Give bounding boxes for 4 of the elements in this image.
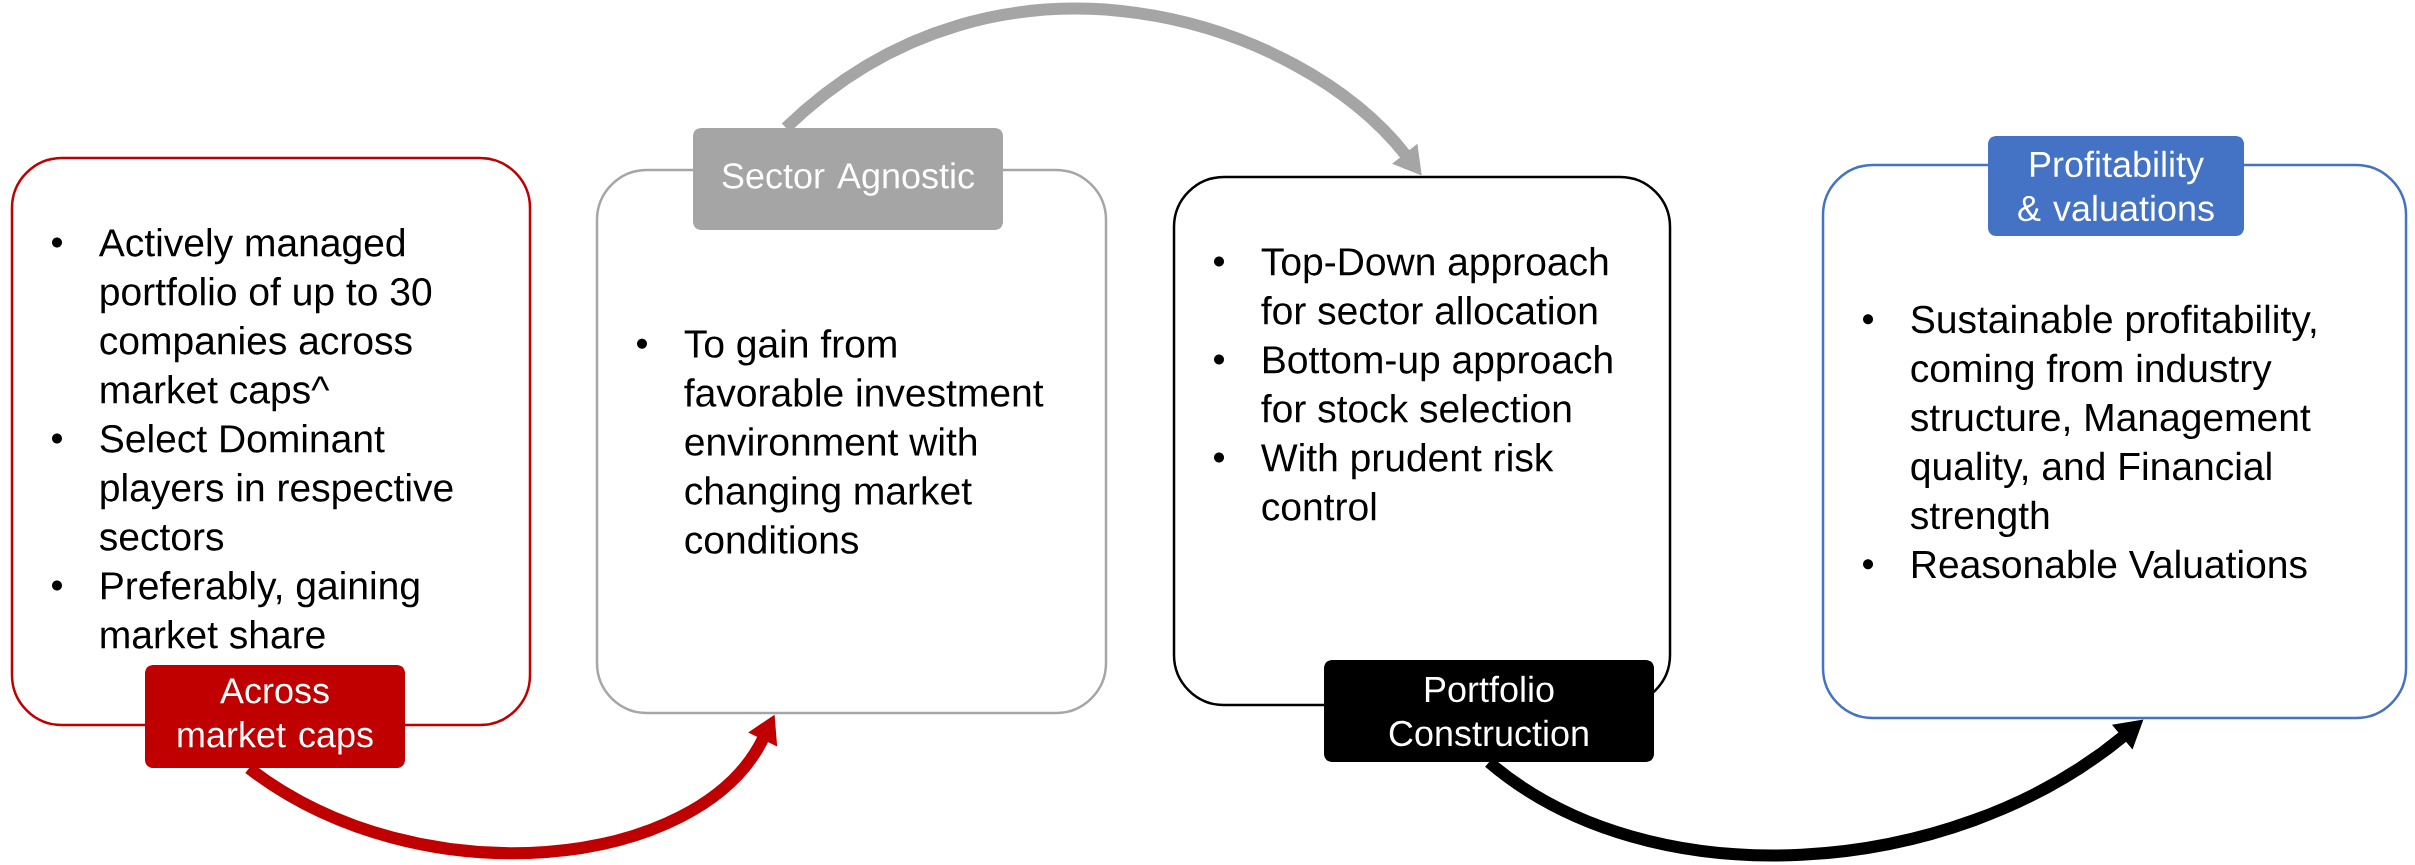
heading-tag: Across market caps bbox=[145, 665, 405, 768]
heading-tag: Profitability & valuations bbox=[1988, 136, 2245, 236]
heading-tag: Portfolio Construction bbox=[1324, 660, 1654, 762]
heading-tag: Sector Agnostic bbox=[693, 128, 1003, 230]
